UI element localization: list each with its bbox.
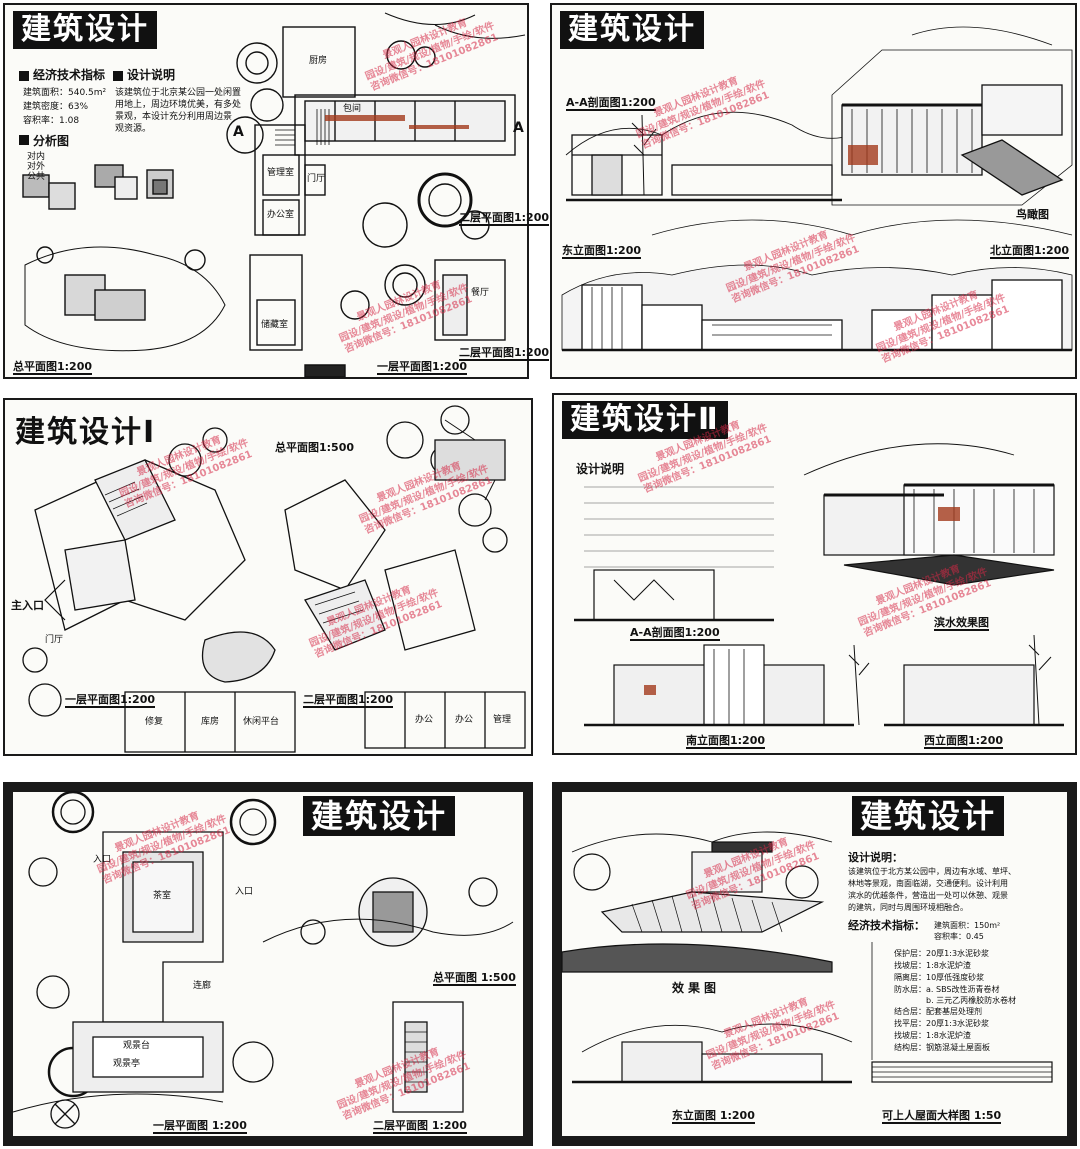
sheet-design-1: 建筑设计Ⅰ 总平面图1:500 一层平面图1:200 二层平面图1:200 主入… bbox=[3, 398, 533, 756]
sheet6-far: 容积率：0.45 bbox=[934, 932, 984, 941]
sheet2-section-label: A-A剖面图1:200 bbox=[566, 96, 656, 111]
sheet3-drawing bbox=[22, 405, 526, 753]
sheet1-desc-line-2: 用地上，周边环境优美，有多处 bbox=[115, 100, 242, 110]
sheet3-plan1-label: 一层平面图1:200 bbox=[65, 693, 156, 708]
sheet6-spec-7: 找平层：20厚1:3水泥砂浆 bbox=[894, 1019, 990, 1028]
sheet1-tech-heading: 经济技术指标 bbox=[33, 68, 106, 82]
sheet6-desc-line-4: 的建筑，同时与周围环境相融合。 bbox=[848, 903, 968, 912]
sheet1-density: 建筑密度：63% bbox=[23, 102, 89, 112]
sheet6-spec-8: 找坡层：1:8水泥炉渣 bbox=[894, 1031, 971, 1040]
sheet-sections-elevations: 建筑设计 A-A剖面图1:200 鸟瞰图 东立面图1:200 北立面图1:200… bbox=[550, 3, 1077, 379]
sheet3-site-label: 总平面图1:500 bbox=[275, 441, 355, 454]
sheet5-room-platform: 观景台 bbox=[123, 1041, 151, 1051]
sheet6-spec-5: b. 三元乙丙橡胶防水卷材 bbox=[926, 996, 1017, 1005]
sheet1-design-heading: 设计说明 bbox=[127, 68, 176, 82]
sheet5-drawing bbox=[12, 790, 514, 1129]
sheet1-legend-public: 公共 bbox=[27, 172, 46, 182]
sheet4-section-label: A-A剖面图1:200 bbox=[630, 626, 720, 641]
sheet2-drawing bbox=[561, 26, 1073, 352]
sheet3-room-office-2: 办公 bbox=[455, 715, 474, 725]
sheet2-title: 建筑设计 bbox=[560, 11, 704, 49]
sheet1-title: 建筑设计 bbox=[13, 11, 157, 49]
sheet6-desc-line-1: 该建筑位于北方某公园中，周边有水域、草坪、 bbox=[848, 867, 1016, 876]
sheet4-waterside-label: 滨水效果图 bbox=[934, 616, 989, 631]
sheet1-room-dining: 餐厅 bbox=[471, 288, 490, 298]
sheet4-south-label: 南立面图1:200 bbox=[686, 734, 766, 749]
sheet5-title: 建筑设计 bbox=[303, 796, 456, 836]
sheet6-spec-9: 结构层：钢筋混凝土屋面板 bbox=[894, 1043, 990, 1052]
sheet3-room-repair: 修复 bbox=[145, 717, 164, 727]
sheet1-section-mark-left: A bbox=[233, 124, 244, 140]
sheet1-plan2-label: 二层平面图1:200 bbox=[459, 211, 550, 226]
sheet-render-details: 建筑设计 设计说明： 该建筑位于北方某公园中，周边有水域、草坪、 林地等景观，南… bbox=[552, 782, 1077, 1146]
sheet3-title: 建筑设计Ⅰ bbox=[15, 415, 157, 450]
sheet1-drawing bbox=[19, 12, 526, 378]
sheet5-entry-2: 入口 bbox=[235, 887, 254, 897]
sheet1-plan1-label: 一层平面图1:200 bbox=[377, 360, 468, 375]
sheet5-site-label: 总平面图 1:500 bbox=[433, 971, 516, 986]
sheet1-room-box: 包间 bbox=[343, 104, 362, 114]
sheet1-desc-line-3: 景观，本设计充分利用周边景 bbox=[115, 112, 233, 122]
sheet6-tech-heading: 经济技术指标： bbox=[848, 919, 925, 932]
sheet4-drawing bbox=[574, 443, 1064, 727]
sheet6-spec-1: 保护层：20厚1:3水泥砂浆 bbox=[894, 949, 990, 958]
sheet6-drawing bbox=[561, 831, 1053, 1084]
sheet1-room-kitchen: 厨房 bbox=[309, 56, 328, 66]
sheet6-detail-label: 可上人屋面大样图 1:50 bbox=[882, 1109, 1002, 1124]
sheet5-room-teahouse: 茶室 bbox=[153, 891, 172, 901]
sheet3-plan2-label: 二层平面图1:200 bbox=[303, 693, 394, 708]
sheet1-far: 容积率：1.08 bbox=[23, 116, 80, 126]
sheet6-title: 建筑设计 bbox=[852, 796, 1005, 836]
sheet6-desc-line-3: 滨水的优越条件，营造出一处可以休憩、观景 bbox=[848, 891, 1008, 900]
sheet3-room-office-1: 办公 bbox=[415, 715, 434, 725]
sheet2-aerial-label: 鸟瞰图 bbox=[1016, 208, 1049, 221]
sheet4-design-heading: 设计说明 bbox=[576, 462, 625, 476]
sheet1-room-store: 储藏室 bbox=[261, 320, 289, 330]
sheet1-site-plan-label: 总平面图1:200 bbox=[13, 360, 93, 375]
sheet6-render-label: 效果图 bbox=[672, 981, 721, 995]
sheet1-room-office: 办公室 bbox=[267, 210, 295, 220]
sheet5-entry-1: 入口 bbox=[93, 855, 112, 865]
sheet1-section-mark-right: A bbox=[513, 120, 524, 136]
sheet1-analysis-heading: 分析图 bbox=[33, 134, 70, 148]
sheet-design-2: 建筑设计Ⅱ 设计说明 A-A剖面图1:200 滨水效果图 南立面图1:200 西… bbox=[552, 393, 1077, 755]
sheet3-room-platform: 休闲平台 bbox=[243, 717, 280, 727]
sheet5-room-lounge: 观景亭 bbox=[113, 1059, 141, 1069]
sheet5-room-corridor: 连廊 bbox=[193, 981, 212, 991]
sheet6-spec-3: 隔离层：10厚低强度砂浆 bbox=[894, 973, 985, 982]
sheet6-desc-line-2: 林地等景观，南面临湖，交通便利。设计利用 bbox=[848, 879, 1008, 888]
sheet4-title: 建筑设计Ⅱ bbox=[562, 401, 728, 439]
sheet3-entry: 主入口 bbox=[11, 599, 44, 612]
sheet1-desc-line-1: 该建筑位于北京某公园一处闲置 bbox=[115, 88, 242, 98]
sheet6-spec-6: 结合层：配套基层处理剂 bbox=[894, 1007, 982, 1016]
sheet-architecture-plan: 建筑设计 经济技术指标 设计说明 建筑面积：540.5m² 建筑密度：63% 容… bbox=[3, 3, 550, 379]
sheet6-east-label: 东立面图 1:200 bbox=[672, 1109, 755, 1124]
sheet3-room-mgmt: 管理 bbox=[493, 715, 512, 725]
sheet2-north-label: 北立面图1:200 bbox=[990, 244, 1070, 259]
sheet-plans-teahouse: 建筑设计 一层平面图 1:200 二层平面图 1:200 总平面图 1:500 … bbox=[3, 782, 533, 1146]
sheet6-spec-4: 防水层：a. SBS改性沥青卷材 bbox=[894, 985, 1000, 994]
sheet2-east-label: 东立面图1:200 bbox=[562, 244, 642, 259]
sheet1-legend-inner: 对内 bbox=[27, 152, 46, 162]
sheet4-west-label: 西立面图1:200 bbox=[924, 734, 1004, 749]
sheet6-spec-2: 找坡层：1:8水泥炉渣 bbox=[894, 961, 971, 970]
sheet1-plan2b-label: 二层平面图1:200 bbox=[459, 346, 550, 361]
sheet1-legend-outer: 对外 bbox=[27, 162, 46, 172]
sheet1-desc-line-4: 观资源。 bbox=[115, 124, 152, 134]
sheet1-area: 建筑面积：540.5m² bbox=[23, 88, 107, 98]
sheet1-room-hall: 门厅 bbox=[307, 174, 326, 184]
sheet1-room-mgmt: 管理室 bbox=[267, 168, 295, 178]
sheet5-plan1-label: 一层平面图 1:200 bbox=[153, 1119, 247, 1134]
sheet5-plan2-label: 二层平面图 1:200 bbox=[373, 1119, 467, 1134]
sheet3-room-store: 库房 bbox=[201, 717, 220, 727]
sheet3-room-hall: 门厅 bbox=[45, 635, 64, 645]
sheet6-area: 建筑面积：150m² bbox=[934, 921, 1001, 930]
sheet6-design-heading: 设计说明： bbox=[848, 851, 903, 864]
